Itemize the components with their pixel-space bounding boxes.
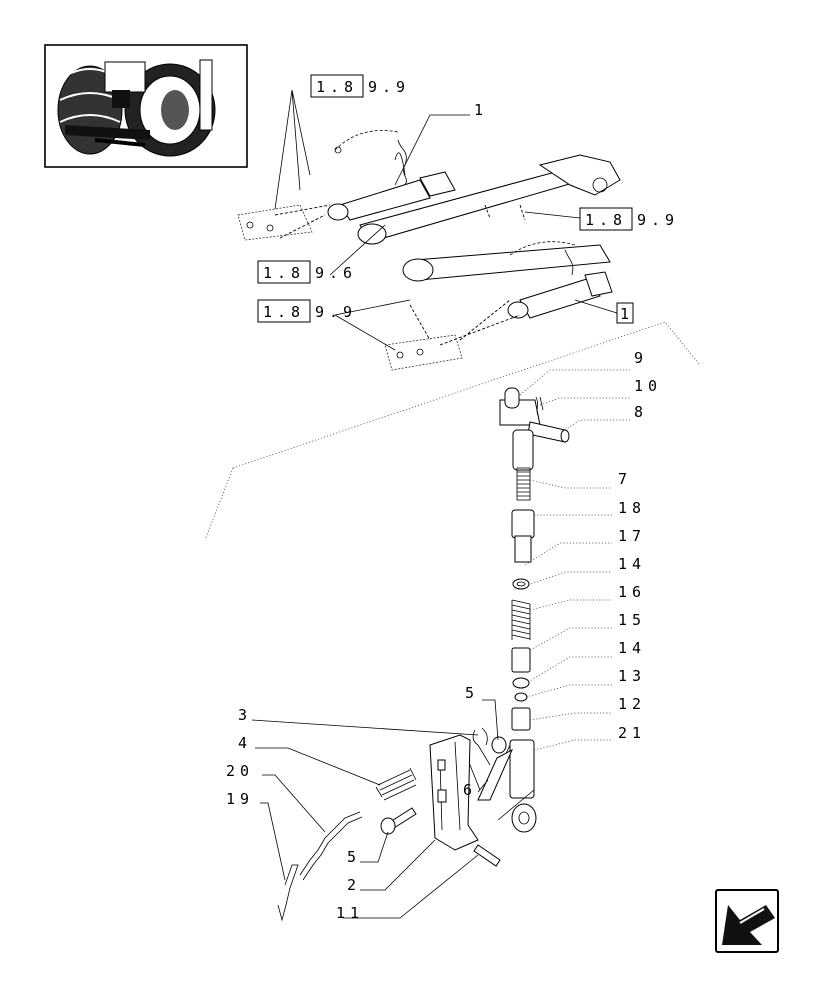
svg-text:9.9: 9.9: [315, 303, 357, 321]
svg-text:18: 18: [618, 499, 646, 517]
callout-20: 20: [226, 762, 326, 833]
callout-1-boxed[interactable]: 1: [574, 299, 634, 324]
reference-box-top[interactable]: 1.8 9.9: [310, 74, 410, 98]
svg-text:13: 13: [618, 667, 646, 685]
svg-text:14: 14: [618, 639, 646, 657]
svg-text:14: 14: [618, 555, 646, 573]
callout-2: 2: [347, 839, 436, 894]
svg-text:5: 5: [347, 848, 361, 866]
svg-text:6: 6: [463, 781, 477, 799]
tractor-rear-thumbnail-icon[interactable]: [44, 44, 248, 168]
svg-text:1: 1: [620, 305, 634, 323]
svg-text:8: 8: [634, 403, 648, 421]
previous-page-button[interactable]: [715, 889, 779, 953]
svg-text:9.6: 9.6: [315, 264, 357, 282]
svg-text:3: 3: [238, 706, 252, 724]
svg-text:10: 10: [634, 377, 662, 395]
callout-9: 9: [519, 349, 648, 396]
callout-11: 11: [336, 854, 479, 922]
reference-box-mid[interactable]: 1.8 9.6: [257, 224, 386, 284]
svg-text:12: 12: [618, 695, 646, 713]
callout-4: 4: [238, 734, 381, 786]
callout-5a: 5: [465, 684, 499, 741]
callout-16: 16: [529, 583, 646, 611]
callout-7: 7: [529, 470, 632, 489]
svg-text:9: 9: [634, 349, 648, 367]
callout-3: 3: [238, 706, 479, 736]
callout-19: 19: [226, 790, 286, 881]
callouts-left: 5 6 3 4 20 19 5 2 11: [226, 684, 499, 922]
callout-17: 17: [524, 527, 646, 566]
callouts: 9 10 8 7 18 17 14 16 15 14 13 12 21: [519, 349, 662, 751]
svg-text:1: 1: [474, 101, 488, 119]
svg-text:5: 5: [465, 684, 479, 702]
callout-15: 15: [529, 611, 646, 651]
svg-text:1.8: 1.8: [585, 211, 627, 229]
exploded-stabilizer: [277, 387, 570, 922]
callout-21: 21: [533, 724, 646, 751]
svg-text:1.8: 1.8: [263, 264, 305, 282]
svg-text:19: 19: [226, 790, 254, 808]
svg-text:9.9: 9.9: [637, 211, 679, 229]
svg-text:1.8: 1.8: [263, 303, 305, 321]
svg-text:20: 20: [226, 762, 254, 780]
callout-18: 18: [534, 499, 646, 517]
callout-6: 6: [463, 779, 489, 799]
callout-5b: 5: [347, 831, 389, 866]
lift-arm-assembly: [204, 89, 701, 541]
svg-text:17: 17: [618, 527, 646, 545]
svg-text:2: 2: [347, 876, 361, 894]
svg-text:21: 21: [618, 724, 646, 742]
svg-text:11: 11: [336, 904, 364, 922]
callout-14a: 14: [527, 555, 646, 586]
callout-12: 12: [529, 695, 646, 721]
callout-1-top: 1: [394, 101, 488, 186]
svg-text:16: 16: [618, 583, 646, 601]
svg-text:15: 15: [618, 611, 646, 629]
reference-box-right[interactable]: 1.8 9.9: [524, 207, 679, 231]
callout-8: 8: [564, 403, 648, 431]
callout-10: 10: [539, 377, 662, 406]
svg-text:9.9: 9.9: [368, 78, 410, 96]
svg-text:7: 7: [618, 470, 632, 488]
callout-13: 13: [525, 667, 646, 698]
callout-14b: 14: [527, 639, 646, 683]
reference-box-low[interactable]: 1.8 9.9: [257, 299, 411, 351]
svg-text:4: 4: [238, 734, 252, 752]
svg-text:1.8: 1.8: [316, 78, 358, 96]
previous-page-arrow-icon: [722, 905, 775, 945]
